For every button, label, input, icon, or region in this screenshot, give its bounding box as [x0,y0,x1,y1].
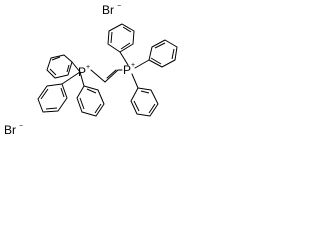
bond-p1-vinyl [90,69,106,83]
phosphonium-charge-left: + [86,64,90,71]
phenyl-ring [46,54,73,79]
bond-p1-ring1 [71,61,81,73]
bond-p2-ring5 [134,59,150,69]
phenyl-ring [148,39,178,68]
phosphorus-label-right: P [123,63,131,77]
bond-lines [61,51,150,89]
bond-p1-ring3 [79,71,85,87]
atom-labels: Br − P + P + Br − [4,3,135,137]
bond-vinyl-double-b [106,69,117,79]
bromide-charge-top: − [117,3,121,10]
phenyl-ring [107,23,135,53]
bromide-charge-bottom: − [19,123,23,130]
phosphonium-charge-right: + [131,62,135,69]
bond-p1-ring2 [61,71,81,85]
phenyl-ring [76,85,105,117]
bond-p2-ring4 [119,51,129,66]
phenyl-ring [37,83,68,113]
bond-vinyl-double-a [104,69,119,83]
bromide-label-top: Br [102,3,114,17]
molecule-drawing: Br − P + P + Br − [4,3,178,137]
bond-p2-ring6 [131,73,139,89]
phosphorus-label-left: P [78,65,86,79]
phenyl-ring [130,87,159,117]
phenyl-rings [37,23,178,117]
bromide-label-bottom: Br [4,123,16,137]
